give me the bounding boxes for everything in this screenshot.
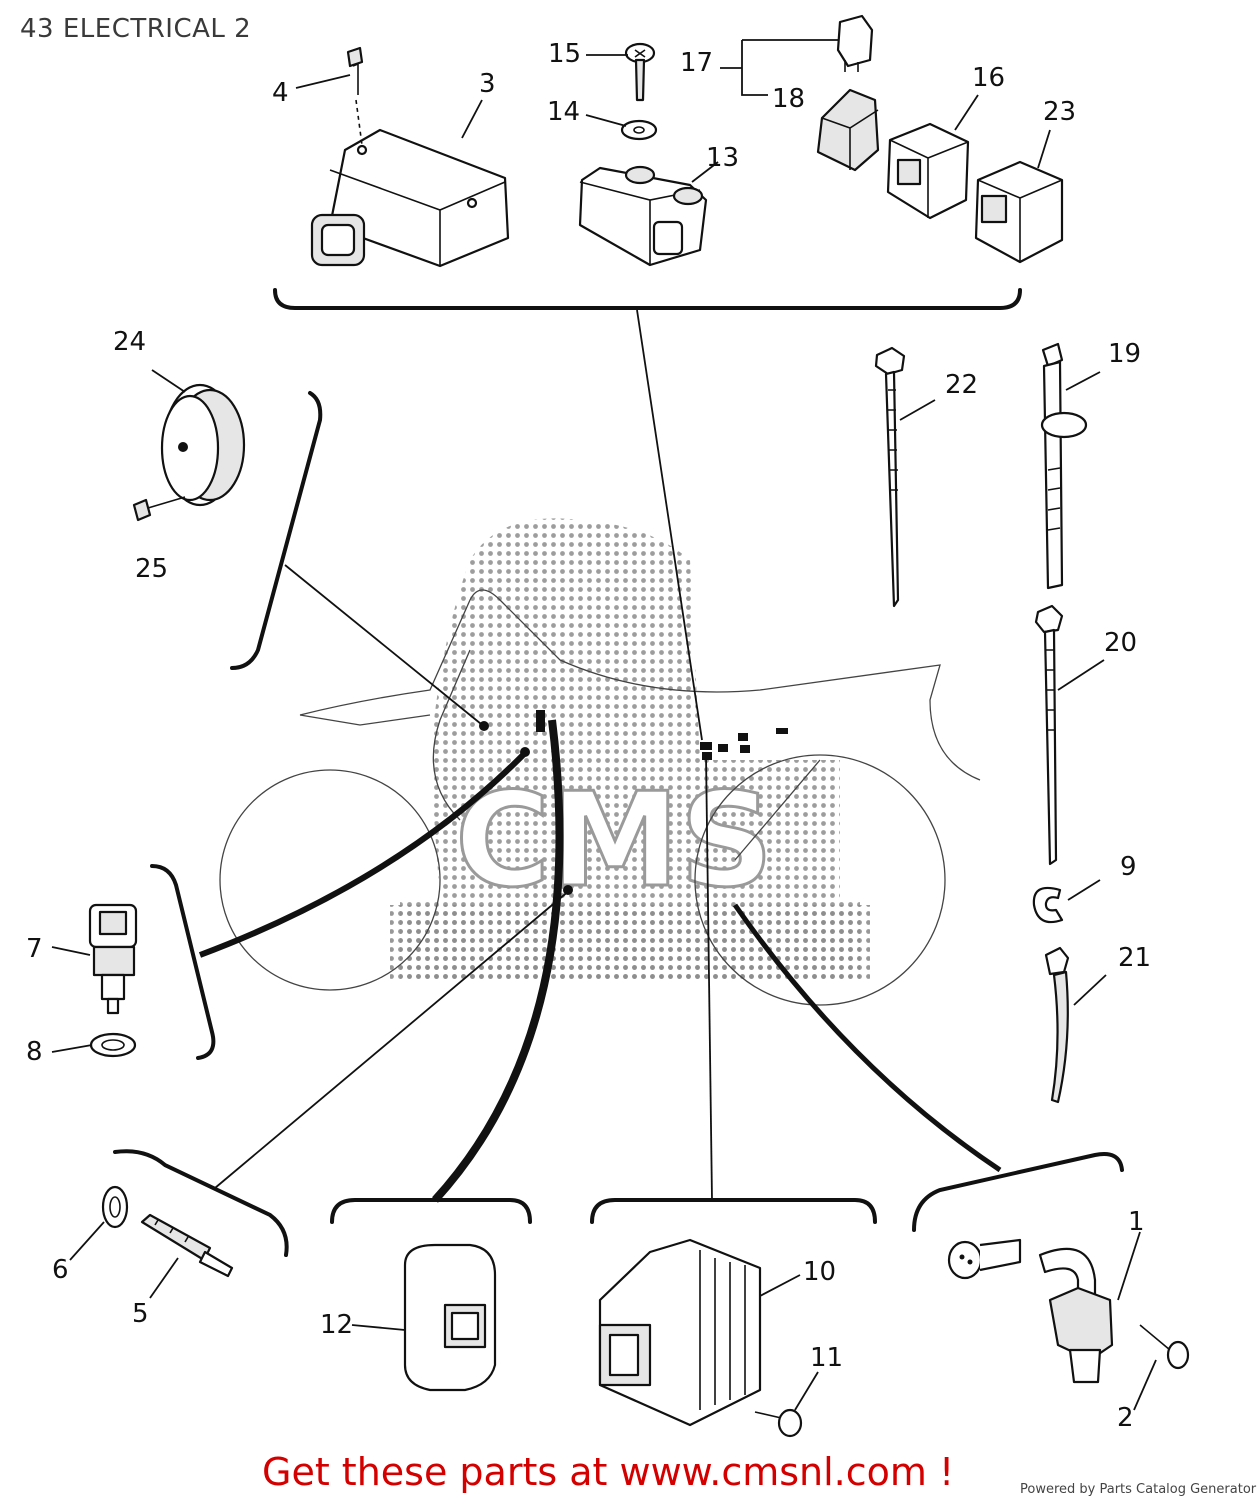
wiring-leaders [198, 309, 1002, 1203]
callout-7[interactable]: 7 [26, 934, 43, 964]
callout-9[interactable]: 9 [1120, 852, 1137, 882]
callout-22[interactable]: 22 [945, 370, 978, 400]
washer-14[interactable] [620, 119, 658, 141]
callout-19[interactable]: 19 [1108, 339, 1141, 369]
cable-tie-22[interactable] [874, 346, 906, 608]
starter-relay-12[interactable] [403, 1243, 497, 1392]
callout-25[interactable]: 25 [135, 554, 168, 584]
callout-21[interactable]: 21 [1118, 943, 1151, 973]
callout-1[interactable]: 1 [1128, 1207, 1145, 1237]
callout-leaders [51, 39, 1157, 1411]
callout-20[interactable]: 20 [1104, 628, 1137, 658]
rectifier-regulator-10[interactable] [598, 1238, 762, 1427]
callout-17[interactable]: 17 [680, 48, 713, 78]
relay-bracket-13[interactable] [578, 165, 708, 267]
group-brackets [113, 288, 1124, 1257]
motorcycle-outline [219, 589, 981, 1006]
callout-14[interactable]: 14 [547, 97, 580, 127]
callout-4[interactable]: 4 [272, 78, 289, 108]
sensor-1[interactable] [947, 1238, 1114, 1384]
gasket-8[interactable] [89, 1032, 137, 1058]
starter-relay-17[interactable] [836, 14, 874, 72]
callout-18[interactable]: 18 [772, 84, 805, 114]
watermark-text: CMS [455, 764, 773, 916]
relay-23[interactable] [974, 160, 1064, 264]
bolt-2[interactable] [1139, 1324, 1190, 1370]
mount-points [479, 710, 788, 895]
callout-2[interactable]: 2 [1117, 1403, 1134, 1433]
callout-13[interactable]: 13 [706, 143, 739, 173]
callout-12[interactable]: 12 [320, 1310, 353, 1340]
cable-tie-19[interactable] [1040, 342, 1088, 590]
callout-10[interactable]: 10 [803, 1257, 836, 1287]
flasher-relay-16[interactable] [886, 122, 970, 220]
powered-by-credit: Powered by Parts Catalog Generator [1020, 1482, 1257, 1497]
cable-tie-21[interactable] [1044, 946, 1070, 1104]
neutral-switch-5[interactable] [140, 1213, 234, 1278]
callout-labels: 1 2 3 4 5 6 7 8 9 10 11 12 13 14 15 16 1… [26, 39, 1151, 1433]
horn-24[interactable] [160, 383, 246, 507]
temperature-sensor-7[interactable] [88, 903, 138, 1015]
callout-16[interactable]: 16 [972, 63, 1005, 93]
bolt-4[interactable] [346, 46, 364, 146]
gasket-6[interactable] [101, 1185, 129, 1229]
buy-parts-link[interactable]: Get these parts at www.cmsnl.com ! [262, 1450, 955, 1494]
callout-8[interactable]: 8 [26, 1037, 43, 1067]
callout-23[interactable]: 23 [1043, 97, 1076, 127]
bolt-25[interactable] [132, 496, 186, 522]
bolt-11[interactable] [754, 1408, 803, 1438]
page-title: 43 ELECTRICAL 2 [20, 14, 252, 44]
callout-24[interactable]: 24 [113, 327, 146, 357]
relay-holder-18[interactable] [816, 88, 880, 172]
cms-watermark: CMS [390, 518, 870, 980]
callout-11[interactable]: 11 [810, 1343, 843, 1373]
callout-15[interactable]: 15 [548, 39, 581, 69]
cable-tie-20[interactable] [1034, 604, 1064, 866]
clip-9[interactable] [1032, 886, 1064, 924]
callout-6[interactable]: 6 [52, 1255, 69, 1285]
screw-15[interactable] [624, 42, 656, 102]
callout-5[interactable]: 5 [132, 1299, 149, 1329]
callout-3[interactable]: 3 [479, 69, 496, 99]
cdi-unit[interactable] [310, 128, 510, 268]
